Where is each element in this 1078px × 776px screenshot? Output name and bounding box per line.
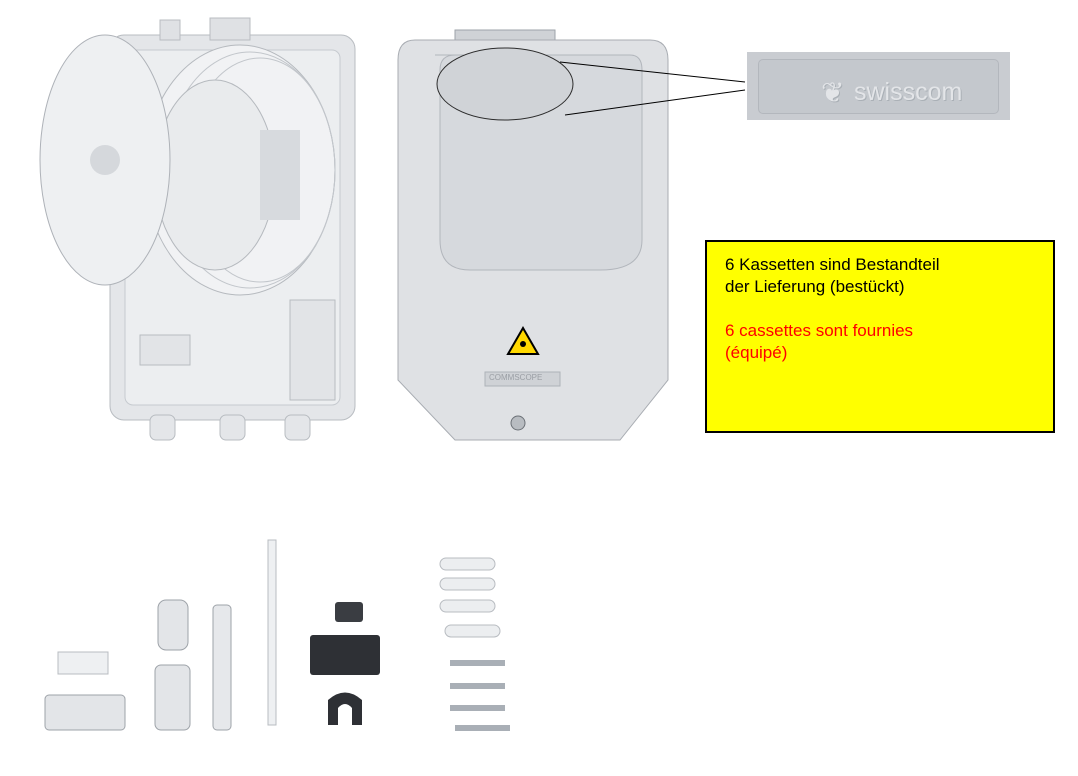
french-note: 6 cassettes sont fournies (équipé) (725, 320, 1035, 364)
cover-label: COMMSCOPE (489, 373, 543, 382)
open-enclosure (39, 17, 356, 441)
french-line-1: 6 cassettes sont fournies (725, 321, 914, 340)
swisscom-logo-icon: ❦ (821, 77, 845, 108)
french-line-2: (équipé) (725, 343, 788, 362)
german-line-1: 6 Kassetten sind Bestandteil (725, 255, 940, 274)
swisscom-logo-plate: ❦ swisscom (747, 52, 1010, 120)
german-line-2: der Lieferung (bestückt) (725, 277, 905, 296)
closed-cover (397, 29, 746, 441)
delivery-note-box: 6 Kassetten sind Bestandteil der Lieferu… (705, 240, 1055, 433)
german-note: 6 Kassetten sind Bestandteil der Lieferu… (725, 254, 1035, 298)
accessories (44, 539, 510, 731)
swisscom-logo-text: swisscom (854, 78, 963, 106)
